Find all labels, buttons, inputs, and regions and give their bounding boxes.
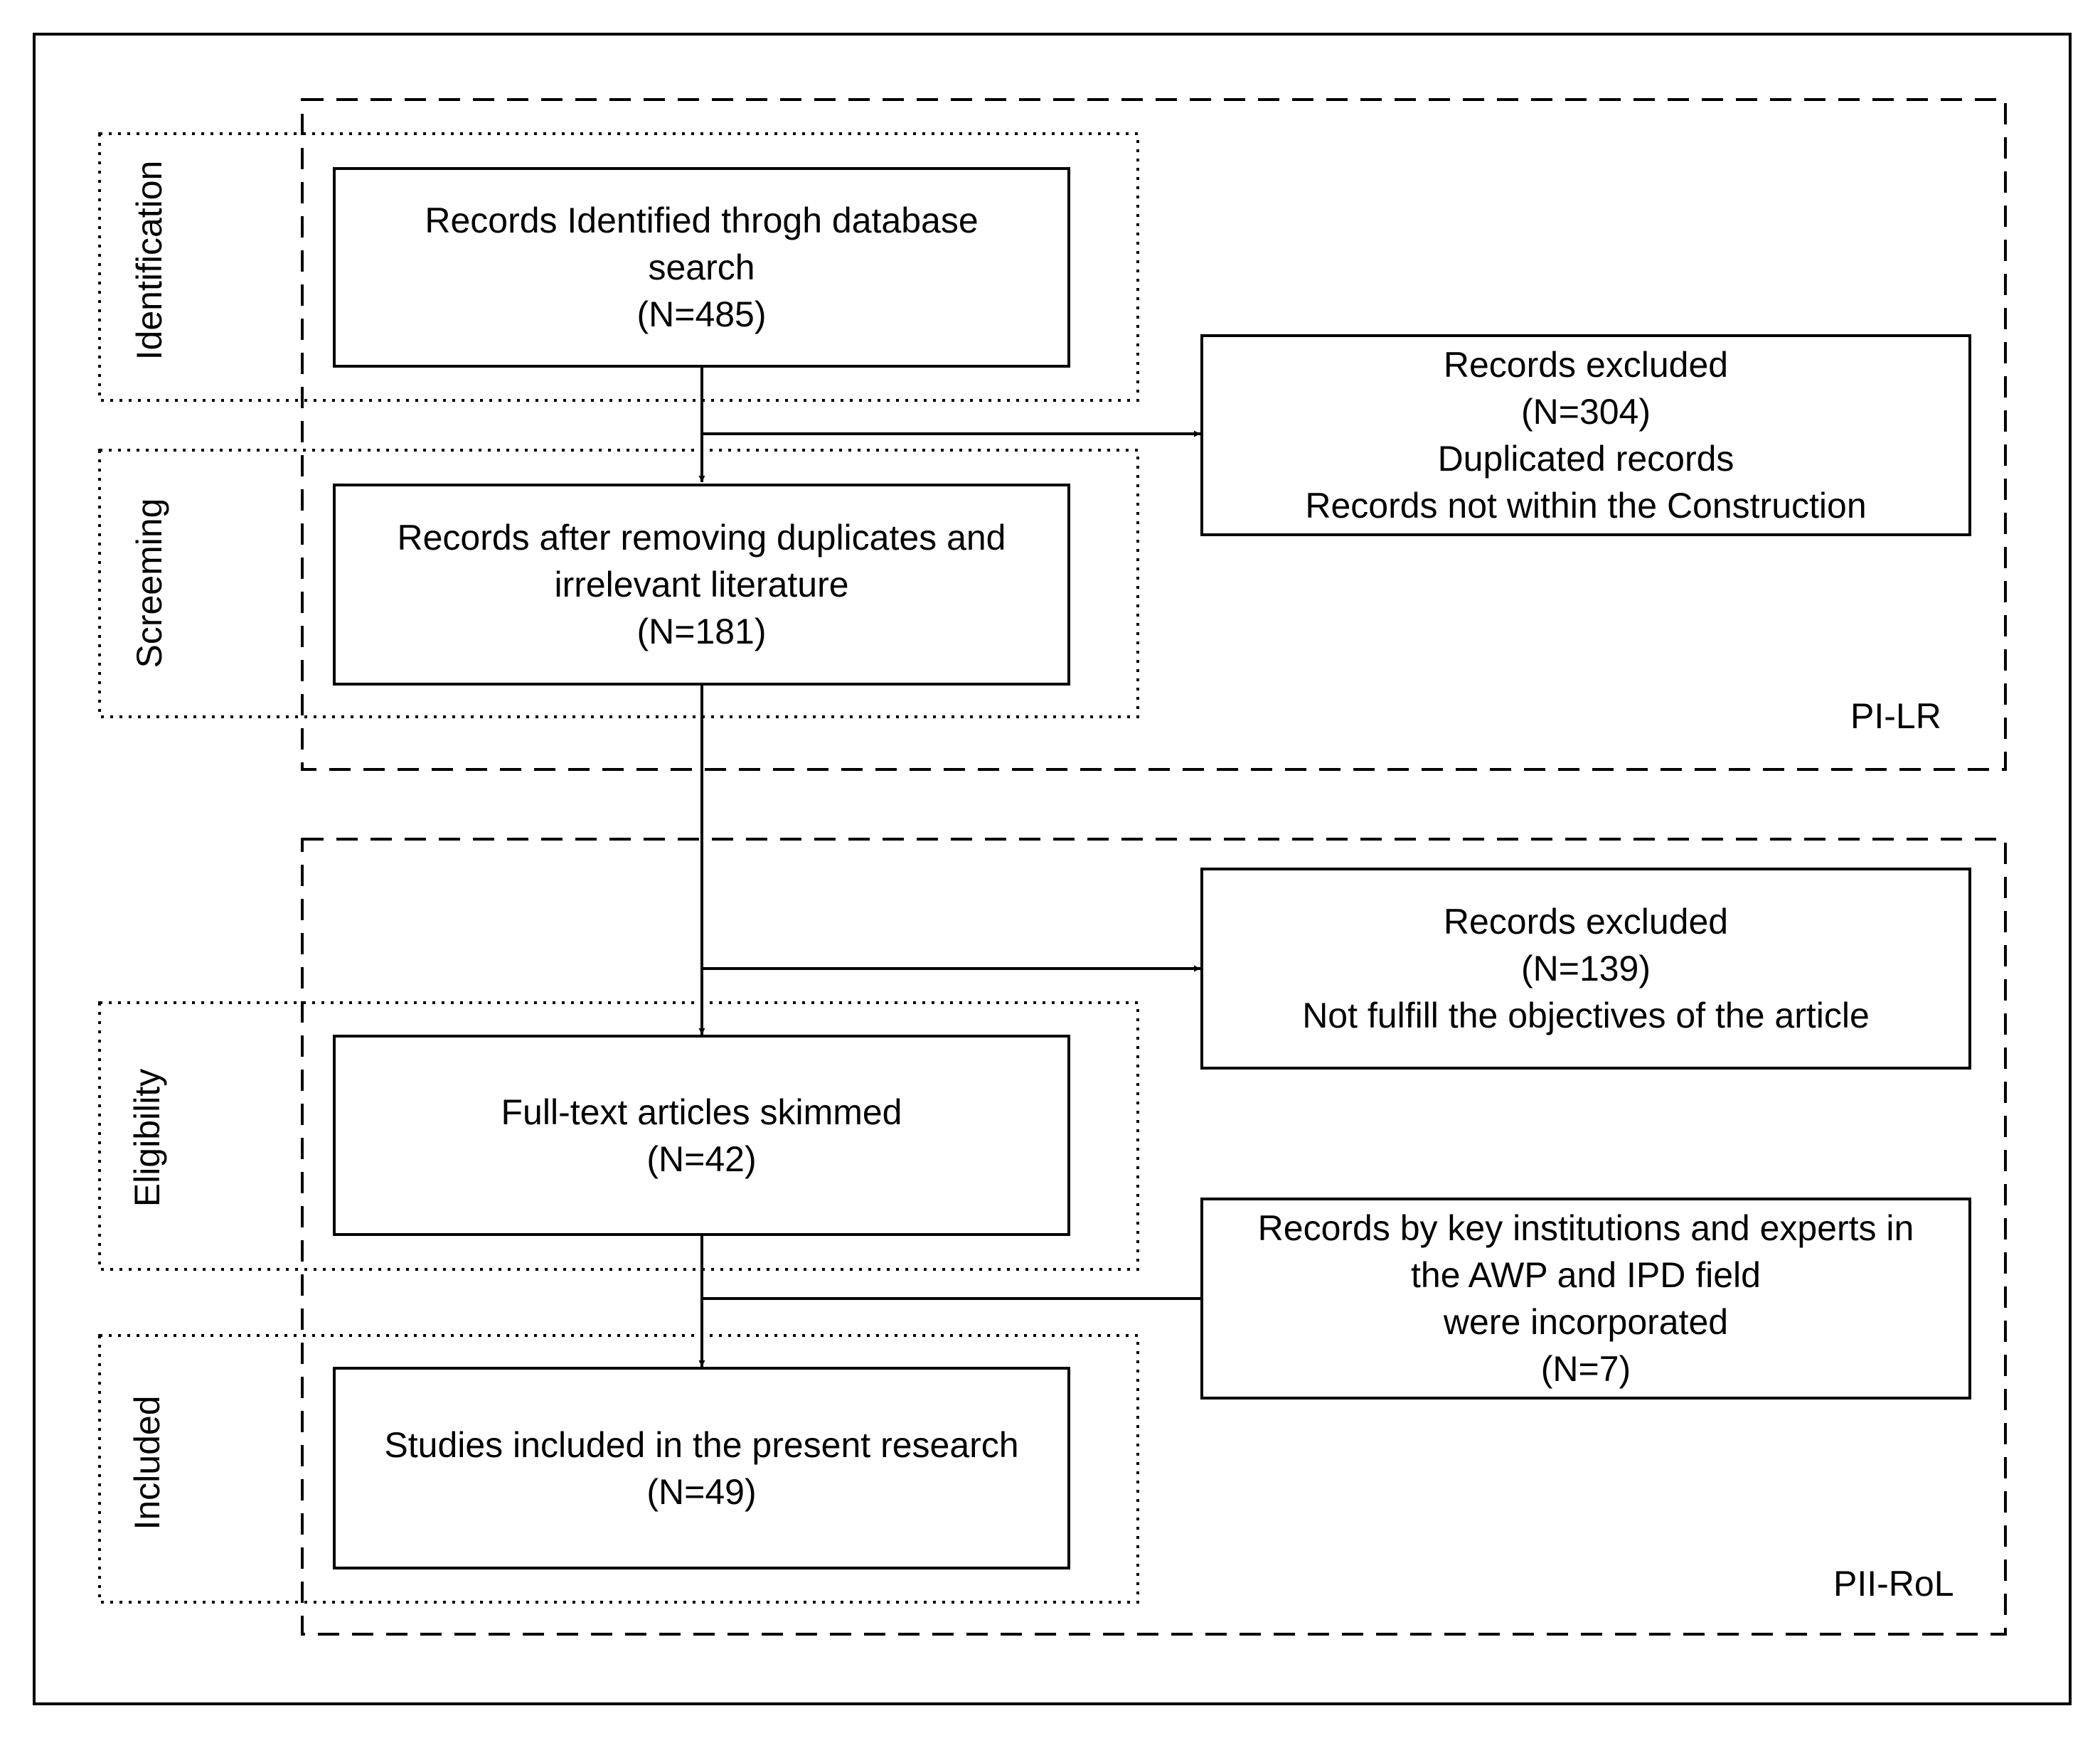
box-text-line: Records excluded (1443, 345, 1729, 385)
stage-label-eligibility: Eligibility (127, 1068, 167, 1207)
box-text-line: (N=42) (646, 1139, 757, 1179)
box-text-line: Records Identified throgh database (425, 201, 979, 240)
box-text-line: (N=139) (1520, 949, 1651, 988)
box-text-line: Duplicated records (1437, 439, 1734, 479)
screening-region (98, 449, 1139, 718)
box-records-excluded-1: Records excluded (N=304) Duplicated reco… (1200, 334, 1971, 536)
box-records-excluded-2: Records excluded (N=139) Not fulfill the… (1200, 868, 1971, 1070)
box-text-line: Studies included in the present research (384, 1424, 1019, 1465)
stage-label-identification: Identification (129, 160, 169, 361)
phase2-region (301, 838, 2007, 1636)
stage-label-screening: Screeming (129, 498, 169, 668)
box-text-line: Records by key institutions and experts … (1257, 1208, 1914, 1248)
box-text-line: search (648, 247, 755, 287)
included-region (98, 1334, 1139, 1604)
box-text-line: (N=7) (1540, 1349, 1631, 1389)
phase-label-2: PII-RoL (1833, 1564, 1954, 1604)
box-studies-included: Studies included in the present research… (333, 1367, 1070, 1569)
box-text-line: (N=485) (636, 294, 767, 334)
box-text-line: Records after removing duplicates and (397, 518, 1006, 558)
box-text-line: (N=49) (646, 1471, 757, 1512)
eligibility-region (98, 1001, 1139, 1271)
outer-frame (33, 33, 2072, 1705)
box-text-line: irrelevant literature (554, 565, 849, 604)
box-text-line: the AWP and IPD field (1411, 1255, 1761, 1295)
box-text-line: Full-text articles skimmed (501, 1092, 902, 1132)
box-text-line: were incorporated (1443, 1302, 1729, 1342)
identification-region (98, 132, 1139, 402)
box-text-line: (N=304) (1520, 392, 1651, 432)
stage-label-included: Included (127, 1395, 167, 1530)
box-expert-records: Records by key institutions and experts … (1200, 1198, 1971, 1400)
box-records-after-removal: Records after removing duplicates and ir… (333, 484, 1070, 686)
box-text-line: Records excluded (1443, 902, 1729, 942)
box-text-line: (N=181) (636, 612, 767, 651)
box-full-text-skimmed: Full-text articles skimmed (N=42) (333, 1035, 1070, 1236)
phase-label-1: PI-LR (1850, 696, 1941, 736)
box-text-line: Records not within the Construction (1305, 486, 1867, 526)
box-text-line: Not fulfill the objectives of the articl… (1302, 996, 1870, 1035)
box-records-identified: Records Identified throgh database searc… (333, 167, 1070, 368)
phase1-region (301, 98, 2007, 771)
